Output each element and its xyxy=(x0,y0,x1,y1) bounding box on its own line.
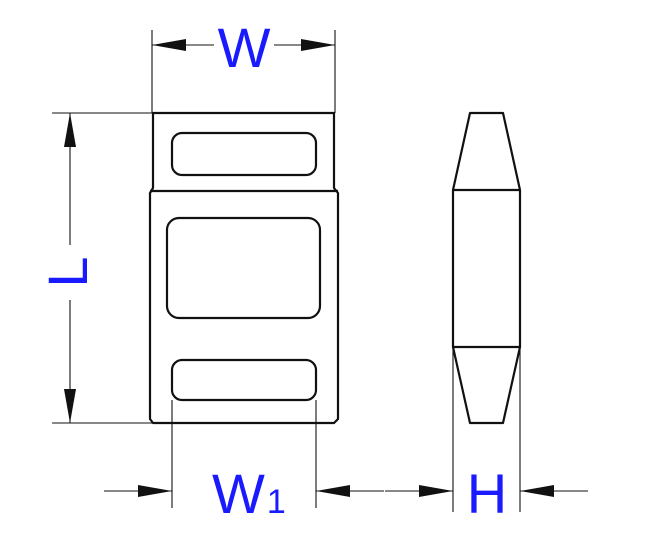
dimension-h: H xyxy=(385,347,588,525)
l-arrow-bottom xyxy=(64,389,76,423)
h-arrow-left xyxy=(419,485,453,497)
h-arrow-right xyxy=(520,485,554,497)
w-arrow-right xyxy=(301,39,335,51)
front-view xyxy=(148,111,340,425)
l-arrow-top xyxy=(64,113,76,147)
dimension-w1: W1 xyxy=(104,400,384,525)
w1-arrow-right xyxy=(316,485,350,497)
top-slot xyxy=(170,131,318,177)
w-label: W xyxy=(218,16,271,79)
dimension-w: W xyxy=(151,16,336,113)
side-view xyxy=(451,111,522,425)
w1-label-subscript: 1 xyxy=(267,483,286,521)
l-label: L xyxy=(36,256,99,287)
front-outer-outline xyxy=(148,111,340,425)
w1-label: W1 xyxy=(212,462,286,525)
dimension-l: L xyxy=(36,112,153,424)
w1-label-main: W xyxy=(212,462,265,525)
h-label: H xyxy=(467,462,507,525)
w-arrow-left xyxy=(152,39,186,51)
w1-arrow-left xyxy=(138,485,172,497)
bottom-slot xyxy=(170,358,318,402)
center-window xyxy=(165,216,322,320)
side-outline xyxy=(451,111,522,425)
